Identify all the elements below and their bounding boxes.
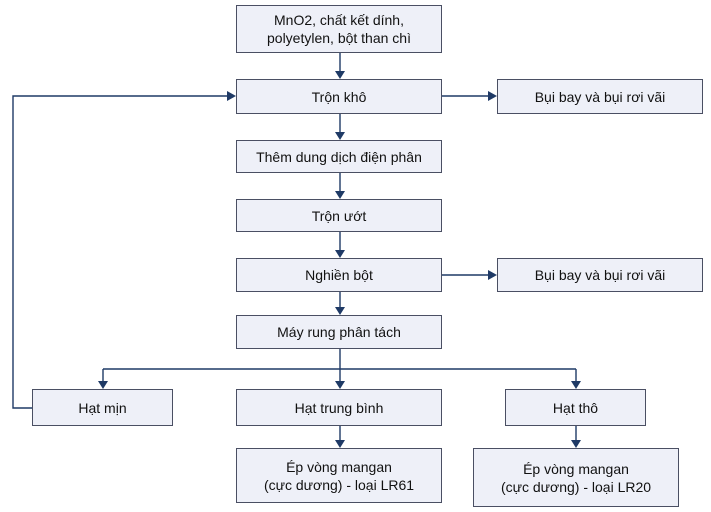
node-medium-particles-label: Hạt trung bình xyxy=(294,399,384,416)
arrowhead-grinding xyxy=(335,250,345,258)
node-press-lr61-label: Ép vòng mangan (cực dương) - loại LR61 xyxy=(263,458,415,493)
arrowhead-dry-mixing-waste xyxy=(488,91,497,101)
arrowhead-coarse xyxy=(571,381,581,389)
node-medium-particles: Hạt trung bình xyxy=(236,389,442,426)
node-vibrating-separator: Máy rung phân tách xyxy=(236,315,442,349)
node-grinding-waste-label: Bụi bay và bụi rơi vãi xyxy=(534,267,666,283)
node-inputs-label: MnO2, chất kết dính, polyetylen, bột tha… xyxy=(267,12,411,46)
node-press-lr20: Ép vòng mangan (cực dương) - loại LR20 xyxy=(473,448,679,507)
node-coarse-particles-label: Hạt thô xyxy=(552,399,599,416)
node-fine-particles: Hạt mịn xyxy=(32,389,173,426)
arrowhead-medium xyxy=(335,381,345,389)
node-coarse-particles: Hạt thô xyxy=(505,389,646,426)
arrowhead-dry-mixing xyxy=(335,71,345,79)
arrowhead-grinding-waste xyxy=(488,270,497,280)
arrowhead-wet-mixing xyxy=(335,191,345,199)
node-dry-mixing-waste: Bụi bay và bụi rơi vãi xyxy=(497,79,703,114)
node-press-lr20-label: Ép vòng mangan (cực dương) - loại LR20 xyxy=(500,460,652,495)
node-grinding-waste: Bụi bay và bụi rơi vãi xyxy=(497,258,703,292)
arrowhead-recycle xyxy=(227,91,236,101)
node-grinding-label: Nghiền bột xyxy=(305,267,373,283)
node-fine-particles-label: Hạt mịn xyxy=(78,399,127,416)
node-add-electrolyte: Thêm dung dịch điện phân xyxy=(236,140,442,173)
arrowhead-press-lr20 xyxy=(571,440,581,448)
node-inputs: MnO2, chất kết dính, polyetylen, bột tha… xyxy=(236,5,442,53)
connector-fine-recycle-loop xyxy=(12,95,228,409)
node-dry-mixing-waste-label: Bụi bay và bụi rơi vãi xyxy=(534,88,666,105)
node-grinding: Nghiền bột xyxy=(236,258,442,292)
arrowhead-fine xyxy=(98,381,108,389)
arrowhead-separator xyxy=(335,307,345,315)
node-add-electrolyte-label: Thêm dung dịch điện phân xyxy=(256,148,422,165)
node-dry-mixing: Trộn khô xyxy=(236,79,442,114)
arrowhead-press-lr61 xyxy=(335,440,345,448)
arrowhead-add-electrolyte xyxy=(335,132,345,140)
node-dry-mixing-label: Trộn khô xyxy=(311,88,367,105)
node-wet-mixing-label: Trộn ướt xyxy=(311,207,367,224)
node-wet-mixing: Trộn ướt xyxy=(236,199,442,232)
node-press-lr61: Ép vòng mangan (cực dương) - loại LR61 xyxy=(236,448,442,503)
node-vibrating-separator-label: Máy rung phân tách xyxy=(277,324,401,340)
